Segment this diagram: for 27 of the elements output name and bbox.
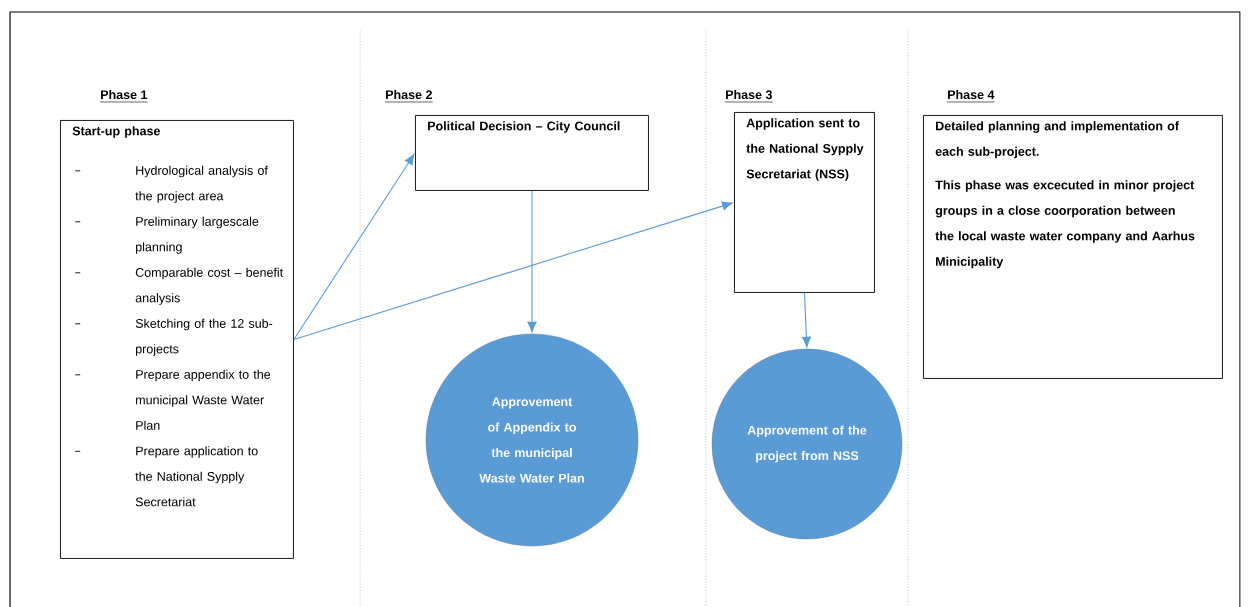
arrow — [801, 292, 811, 348]
phase-heading: Phase 2 — [384, 89, 433, 103]
list-item: Prepare appendix to the municipal Waste Water Plan — [136, 369, 271, 430]
list-item: Hydrological analysis of the project area — [135, 165, 268, 203]
phase-heading: Phase 4 — [946, 89, 995, 103]
approval-circle — [425, 333, 639, 547]
arrow — [527, 190, 537, 333]
list-item: Sketching of the 12 sub-projects — [135, 318, 273, 356]
process-box — [415, 115, 649, 191]
circle-text: Approvement of Appendix to the municipal Waste Water Plan — [479, 397, 584, 483]
list-item: Preliminary largescale planning — [136, 216, 259, 254]
approval-circle — [711, 348, 903, 540]
phase-heading: Phase 3 — [724, 89, 773, 103]
box-text: Application sent to the National Sypply Secretariat (NSS) — [746, 118, 864, 181]
list-item: Comparable cost – benefit analysis — [135, 267, 284, 305]
arrow — [293, 201, 733, 340]
circle-text: Approvement of the project from NSS — [747, 425, 867, 463]
process-box — [923, 115, 1223, 379]
process-box — [60, 120, 294, 559]
process-box — [734, 112, 875, 293]
phase-heading: Phase 1 — [99, 89, 148, 103]
arrow — [293, 154, 415, 340]
list-item: Prepare application to the National Sypply Secretariat — [135, 446, 258, 507]
box-text: Detailed planning and implementation of each sub-project. — [935, 121, 1179, 159]
box-text: Political Decision – City Council — [428, 121, 620, 133]
box-heading: Start-up phase — [72, 126, 160, 138]
box-text: This phase was excecuted in minor project groups in a close coorporation between the local waste water company and Aarhus Minicipality — [935, 180, 1195, 269]
